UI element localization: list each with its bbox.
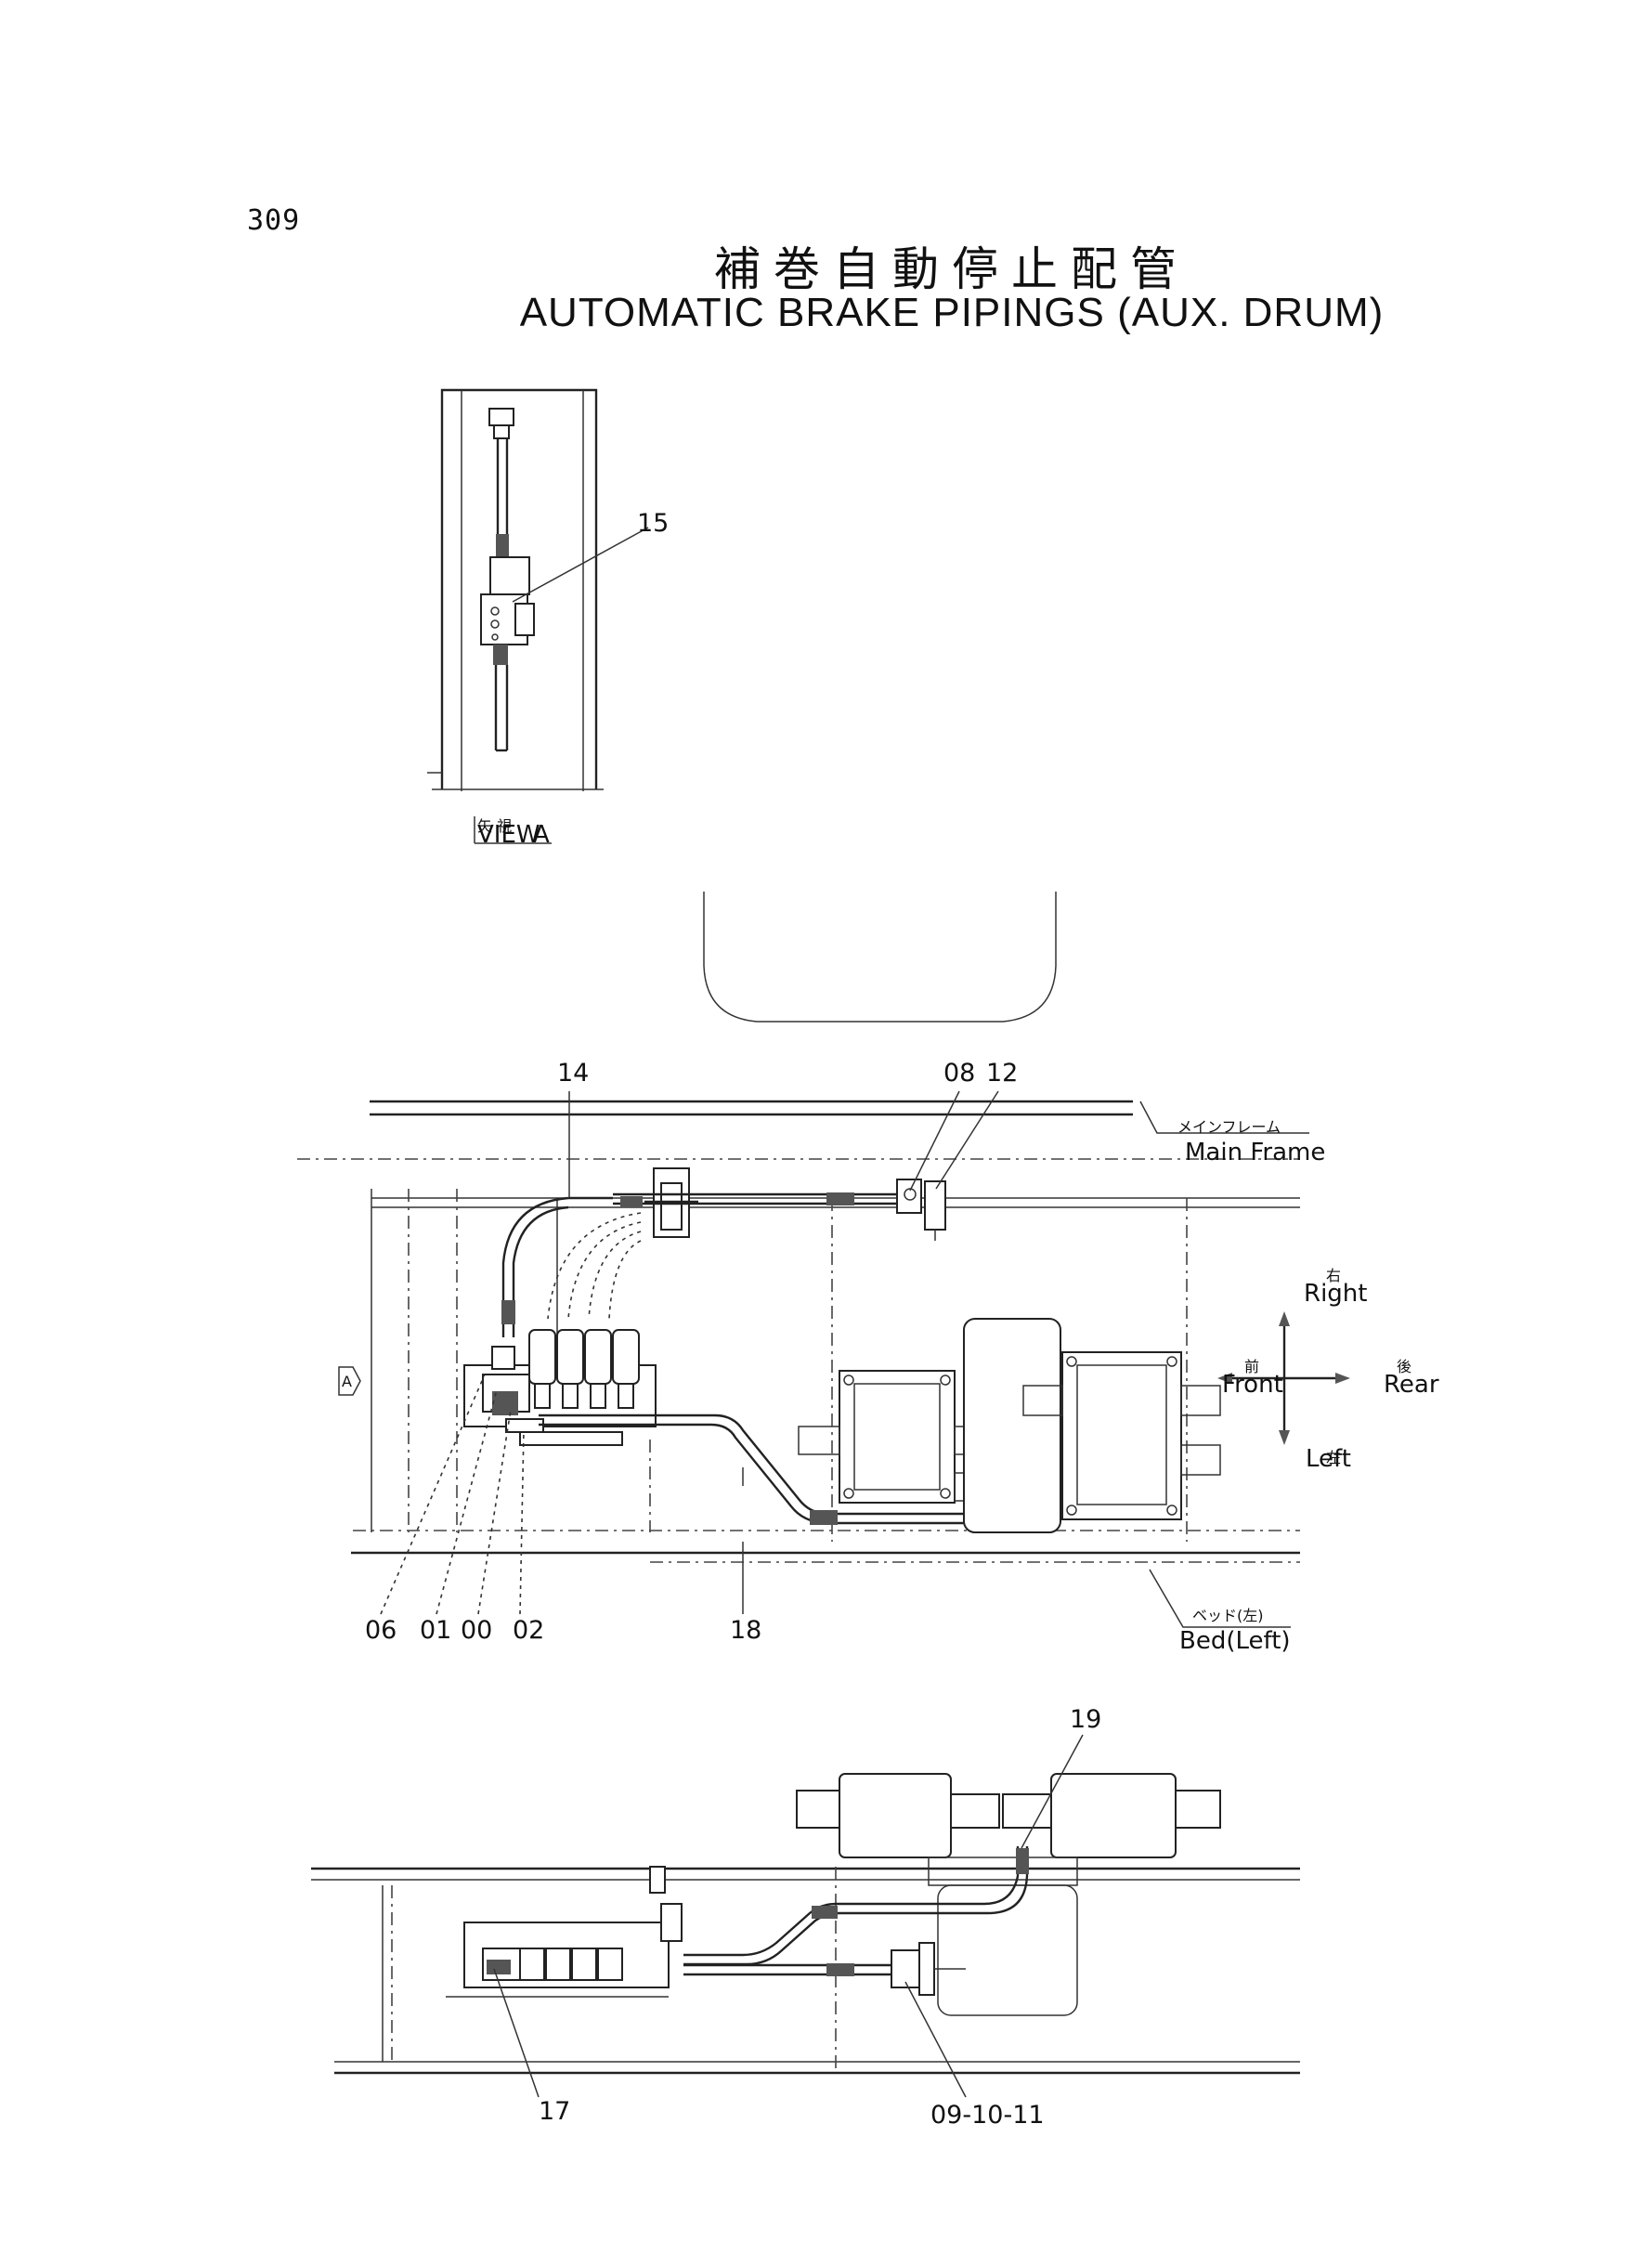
orientation-left: Left <box>1306 1445 1351 1473</box>
callout-06: 06 <box>365 1616 397 1645</box>
callout-01: 01 <box>420 1616 452 1645</box>
callout-09-10-11: 09-10-11 <box>930 2101 1045 2130</box>
orientation-right: Right <box>1304 1280 1368 1308</box>
view-a-detail <box>427 388 649 844</box>
orientation-right-jp: 右 <box>1326 1267 1342 1284</box>
callout-00: 00 <box>461 1616 493 1645</box>
callout-18: 18 <box>730 1616 762 1645</box>
view-a-label-letter: A <box>533 821 550 849</box>
view-arrow-marker: A <box>342 1373 352 1390</box>
callout-14: 14 <box>557 1059 590 1088</box>
side-view <box>311 1734 1300 2098</box>
callout-19: 19 <box>1070 1705 1102 1734</box>
orientation-front-jp: 前 <box>1244 1358 1260 1375</box>
bed-label-jp: ベッド(左) <box>1192 1607 1264 1624</box>
main-frame-label-jp: メインフレーム <box>1177 1118 1281 1136</box>
view-a-label-jp: 矢 視 <box>477 817 513 835</box>
bed-label-en: Bed(Left) <box>1179 1627 1291 1655</box>
callout-17: 17 <box>539 2097 571 2126</box>
orientation-rear: Rear <box>1384 1371 1439 1399</box>
view-a-label-en: VIEW <box>477 821 540 849</box>
title-japanese: 補巻自動停止配管 <box>714 243 1190 295</box>
orientation-front: Front <box>1222 1371 1283 1399</box>
callout-12: 12 <box>986 1059 1019 1088</box>
page-number: 309 <box>247 204 301 237</box>
callout-15: 15 <box>637 509 670 538</box>
title-english: AUTOMATIC BRAKE PIPINGS (AUX. DRUM) <box>519 290 1385 335</box>
orientation-rear-jp: 後 <box>1397 1358 1412 1375</box>
callout-08: 08 <box>943 1059 976 1088</box>
main-frame-label-en: Main Frame <box>1185 1139 1326 1166</box>
callout-02: 02 <box>513 1616 545 1645</box>
plan-view <box>297 892 1350 1628</box>
orientation-left-jp: 左 <box>1326 1449 1342 1466</box>
